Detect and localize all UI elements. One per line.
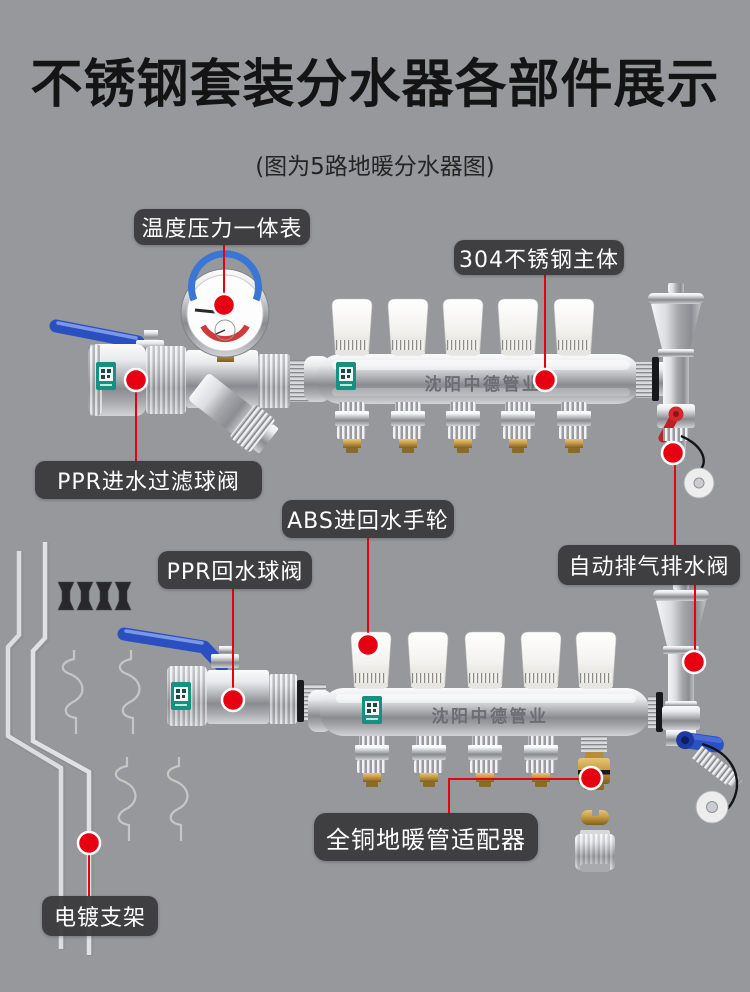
page-title: 不锈钢套装分水器各部件展示 [30,55,720,115]
qr-sticker [96,362,116,390]
bottom-assembly: 沈阳中德管业 [117,580,743,872]
bottom-manifold: 沈阳中德管业 [308,688,660,736]
callout-gauge: 温度压力一体表 [134,209,310,245]
pipe-clips [57,581,132,611]
inlet-ball-valve [49,319,318,454]
bottom-handwheels [350,631,617,689]
bottom-outlets [355,736,607,787]
qr-sticker [362,696,382,724]
callout-pipe-adapter: 全铜地暖管适配器 [314,813,538,861]
callout-bracket: 电镀支架 [42,896,158,936]
return-ball-valve [117,627,326,726]
mounting-brackets [5,542,94,956]
callout-return-valve: PPR回水球阀 [158,551,312,589]
top-handwheels [331,298,595,356]
air-vent-bottom [653,580,743,824]
brand-text-top: 沈阳中德管业 [425,374,542,395]
callout-air-vent: 自动排气排水阀 [558,545,740,585]
callout-inlet-valve: PPR进水过滤球阀 [35,461,262,499]
top-assembly: 沈阳中德管业 [49,250,715,499]
y-strainer [189,374,279,454]
callout-handwheel: ABS进回水手轮 [282,500,454,538]
callout-main-body: 304不锈钢主体 [454,240,624,275]
qr-sticker [336,362,356,390]
page-subtitle: (图为5路地暖分水器图) [255,154,495,180]
qr-sticker [171,682,191,710]
callout-dots [76,292,707,856]
brand-text-bottom: 沈阳中德管业 [432,706,549,727]
top-manifold: 沈阳中德管业 [304,354,669,404]
top-outlets [335,402,591,453]
